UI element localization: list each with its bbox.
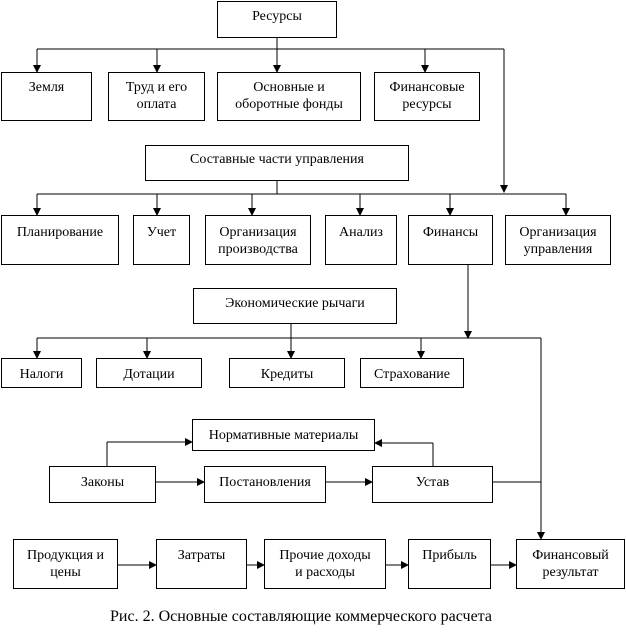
box-credits: Кредиты bbox=[229, 358, 345, 388]
box-charter: Устав bbox=[372, 466, 493, 503]
box-taxes-label: Налоги bbox=[19, 367, 64, 382]
box-credits-label: Кредиты bbox=[260, 367, 314, 382]
box-mgmt-org: Организация управления bbox=[505, 215, 611, 265]
box-resources-label: Ресурсы bbox=[252, 9, 302, 24]
box-profit-label: Прибыль bbox=[422, 548, 477, 563]
box-econ-levers-label: Экономические рычаги bbox=[225, 296, 365, 311]
box-taxes: Налоги bbox=[1, 358, 82, 388]
box-laws-label: Законы bbox=[80, 475, 125, 490]
box-funds: Основные и оборотные фонды bbox=[217, 72, 361, 121]
box-resources: Ресурсы bbox=[217, 1, 337, 38]
box-mgmt-parts-label: Составные части управления bbox=[190, 152, 364, 167]
box-planning-label: Планирование bbox=[16, 225, 104, 240]
box-subsidies: Дотации bbox=[96, 358, 202, 388]
box-insurance: Страхование bbox=[360, 358, 464, 388]
box-land: Земля bbox=[1, 72, 92, 121]
box-costs: Затраты bbox=[156, 539, 247, 589]
box-analysis-label: Анализ bbox=[339, 225, 383, 240]
box-econ-levers: Экономические рычаги bbox=[193, 288, 397, 324]
box-other-income-label: Прочие доходы и расходы bbox=[279, 548, 371, 580]
box-planning: Планирование bbox=[1, 215, 119, 265]
box-finance: Финансы bbox=[408, 215, 493, 265]
box-funds-label: Основные и оборотные фонды bbox=[235, 80, 343, 112]
box-prod-org-label: Организация производства bbox=[218, 225, 298, 257]
box-accounting: Учет bbox=[133, 215, 190, 265]
box-subsidies-label: Дотации bbox=[123, 367, 175, 382]
box-normative: Нормативные материалы bbox=[192, 419, 375, 451]
box-other-income: Прочие доходы и расходы bbox=[264, 539, 386, 589]
box-products-label: Продукция и цены bbox=[26, 548, 105, 580]
box-accounting-label: Учет bbox=[146, 225, 177, 240]
box-fin-result-label: Финансовый результат bbox=[532, 548, 609, 580]
box-prod-org: Организация производства bbox=[205, 215, 311, 265]
box-mgmt-org-label: Организация управления bbox=[519, 225, 597, 257]
box-fin-resources: Финансовые ресурсы bbox=[374, 72, 480, 121]
box-costs-label: Затраты bbox=[177, 548, 226, 563]
box-insurance-label: Страхование bbox=[374, 367, 450, 382]
box-mgmt-parts: Составные части управления bbox=[145, 145, 409, 181]
box-fin-result: Финансовый результат bbox=[516, 539, 625, 589]
box-resolutions: Постановления bbox=[204, 466, 326, 503]
box-labor-label: Труд и его оплата bbox=[125, 80, 188, 112]
box-fin-resources-label: Финансовые ресурсы bbox=[389, 80, 465, 112]
box-profit: Прибыль bbox=[408, 539, 491, 589]
box-laws: Законы bbox=[49, 466, 156, 503]
box-charter-label: Устав bbox=[415, 475, 450, 490]
box-finance-label: Финансы bbox=[422, 225, 479, 240]
box-normative-label: Нормативные материалы bbox=[208, 428, 359, 443]
figure-caption: Рис. 2. Основные составляющие коммерческ… bbox=[110, 608, 492, 625]
box-labor: Труд и его оплата bbox=[108, 72, 205, 121]
box-land-label: Земля bbox=[28, 80, 65, 95]
box-products: Продукция и цены bbox=[13, 539, 118, 589]
box-analysis: Анализ bbox=[325, 215, 397, 265]
box-resolutions-label: Постановления bbox=[219, 475, 311, 490]
